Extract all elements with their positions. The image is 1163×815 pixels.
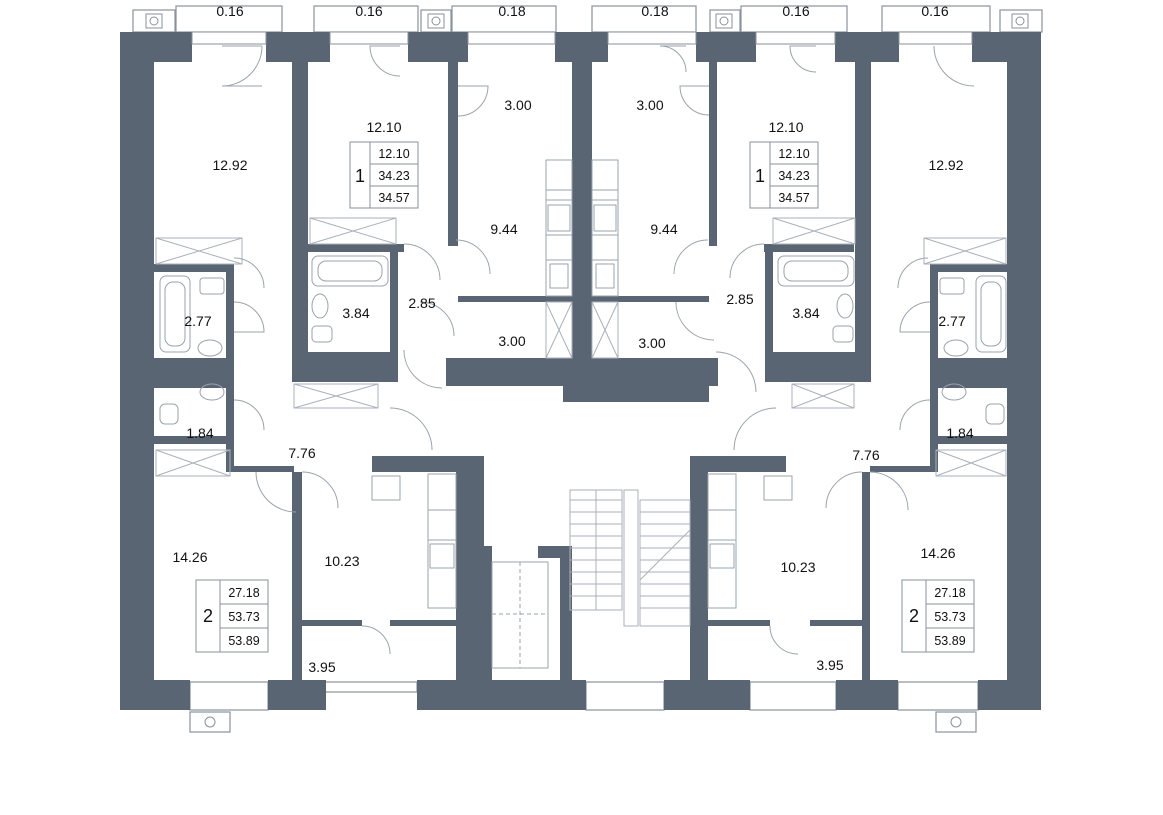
room-area: 12.92 <box>212 157 247 173</box>
apartment-info-sw: 2 27.18 53.73 53.89 <box>195 579 269 653</box>
room-count: 2 <box>909 606 919 626</box>
room-area: 10.23 <box>324 553 359 569</box>
room-area: 12.10 <box>768 119 803 135</box>
wardrobes <box>155 217 1007 477</box>
room-area: 3.84 <box>342 305 369 321</box>
total-area: 34.23 <box>378 169 409 183</box>
windows-top <box>191 31 973 45</box>
balcony-area: 0.16 <box>921 3 948 19</box>
walls <box>120 32 1041 710</box>
room-area: 10.23 <box>780 559 815 575</box>
balcony-area: 0.16 <box>782 3 809 19</box>
room-area: 2.77 <box>184 313 211 329</box>
room-area: 9.44 <box>650 221 677 237</box>
room-area: 12.92 <box>928 157 963 173</box>
staircase <box>569 489 691 627</box>
room-area: 14.26 <box>920 545 955 561</box>
room-count: 2 <box>203 606 213 626</box>
room-area: 3.95 <box>308 659 335 675</box>
room-area: 3.84 <box>792 305 819 321</box>
apartment-info-nw: 1 12.10 34.23 34.57 <box>349 141 419 209</box>
total-area-with-balcony: 34.57 <box>378 191 409 205</box>
living-area: 12.10 <box>778 147 809 161</box>
balcony <box>999 9 1043 33</box>
total-area: 53.73 <box>934 610 965 624</box>
room-area: 2.77 <box>938 313 965 329</box>
total-area-with-balcony: 53.89 <box>228 634 259 648</box>
bottom-windows <box>189 681 979 733</box>
apartment-info-se: 2 27.18 53.73 53.89 <box>901 579 975 653</box>
room-area: 2.85 <box>726 291 753 307</box>
balcony-area: 0.16 <box>216 3 243 19</box>
elevator <box>491 561 549 669</box>
room-count: 1 <box>355 166 365 186</box>
room-count: 1 <box>755 166 765 186</box>
room-area: 7.76 <box>852 447 879 463</box>
room-area: 14.26 <box>172 549 207 565</box>
ac-unit-icon <box>189 711 231 733</box>
apartment-info-ne: 1 12.10 34.23 34.57 <box>749 141 819 209</box>
room-area: 9.44 <box>490 221 517 237</box>
total-area-with-balcony: 34.57 <box>778 191 809 205</box>
ac-unit-icon <box>427 13 445 29</box>
ac-unit-icon <box>145 13 163 29</box>
ac-unit-icon <box>715 13 733 29</box>
room-area: 3.00 <box>638 335 665 351</box>
room-area: 2.85 <box>408 295 435 311</box>
balcony <box>709 9 741 33</box>
ac-units-top <box>145 13 1029 29</box>
ac-unit-icon <box>1011 13 1029 29</box>
total-area-with-balcony: 53.89 <box>934 634 965 648</box>
balcony <box>175 5 283 33</box>
total-area: 34.23 <box>778 169 809 183</box>
kitchen-counters <box>371 159 793 609</box>
ac-unit-icon <box>935 711 977 733</box>
living-area: 27.18 <box>934 586 965 600</box>
room-area: 3.00 <box>498 333 525 349</box>
total-area: 53.73 <box>228 610 259 624</box>
doors <box>221 45 975 655</box>
balcony-area: 0.18 <box>641 3 668 19</box>
balcony <box>591 5 697 33</box>
room-area: 3.00 <box>504 97 531 113</box>
living-area: 27.18 <box>228 586 259 600</box>
room-area: 7.76 <box>288 445 315 461</box>
balcony <box>881 5 991 33</box>
room-area: 3.00 <box>636 97 663 113</box>
balcony-area: 0.16 <box>355 3 382 19</box>
balcony <box>420 9 452 33</box>
balcony-area: 0.18 <box>498 3 525 19</box>
balcony <box>313 5 419 33</box>
room-area: 3.95 <box>816 657 843 673</box>
room-area: 1.84 <box>186 425 213 441</box>
living-area: 12.10 <box>378 147 409 161</box>
balcony <box>132 9 176 33</box>
balconies-top <box>132 5 1043 33</box>
room-area: 12.10 <box>366 119 401 135</box>
bath-fixtures <box>159 255 1007 425</box>
room-area: 1.84 <box>946 425 973 441</box>
